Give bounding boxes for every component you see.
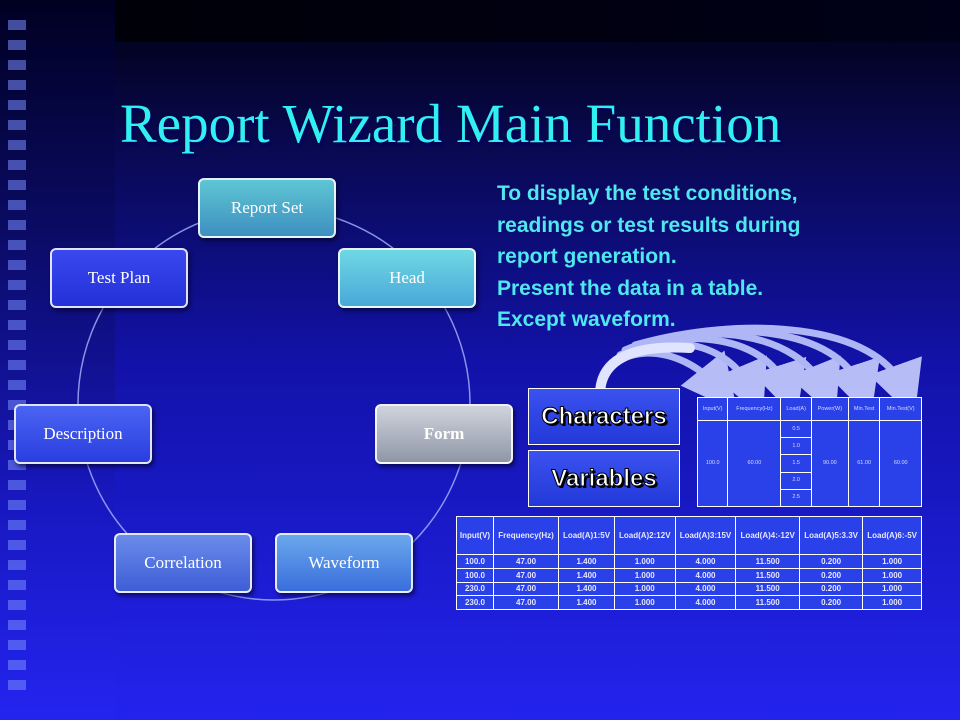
table-header-cell: Min.Test [847, 397, 881, 421]
table-cell: 60.00 [879, 420, 922, 507]
table-cell: 11.500 [735, 567, 801, 583]
table-header-row: Input(V) Frequency(Hz) Load(A)1:5V Load(… [456, 516, 922, 555]
arrow-main [595, 342, 695, 400]
table-cell: 1.0 [780, 437, 812, 456]
table-cell: 100.0 [696, 420, 729, 507]
table-cell: 1.000 [613, 595, 676, 610]
cycle-node-waveform[interactable]: Waveform [275, 533, 413, 593]
table-header-cell: Load(A)4:-12V [735, 516, 801, 555]
description-line: Present the data in a table. [497, 276, 764, 300]
table-row: 230.0 47.00 1.400 1.000 4.000 11.500 0.2… [456, 581, 922, 597]
table-cell: 47.00 [492, 595, 560, 610]
table-cell: 1.400 [558, 595, 615, 610]
table-cell: 0.200 [799, 581, 864, 597]
table-cell: 1.000 [862, 567, 922, 583]
table-cell: 0.200 [799, 554, 864, 569]
table-header-cell: Input(V) [696, 397, 729, 421]
table-cell: 230.0 [456, 581, 494, 597]
table-row: 100.0 47.00 1.400 1.000 4.000 11.500 0.2… [456, 567, 922, 583]
table-header-cell: Load(A)3:15V [674, 516, 737, 555]
small-table: Input(V) Frequency(Hz) Load(A) Power(W) … [696, 397, 922, 508]
table-header-cell: Load(A)6:-5V [862, 516, 922, 555]
arrow-path [631, 324, 922, 419]
description-line: To display the test conditions, [497, 182, 798, 205]
table-cell: 2.0 [780, 471, 812, 490]
table-cell: 61.00 [847, 420, 881, 507]
table-row: 100.0 47.00 1.400 1.000 4.000 11.500 0.2… [456, 554, 922, 569]
table-cell: 100.0 [456, 567, 494, 583]
cycle-node-label: Form [423, 424, 465, 443]
variables-text: Variables [551, 464, 657, 492]
table-cell: 1.400 [558, 581, 615, 597]
cycle-node-label: Description [43, 424, 123, 443]
table-row: 230.0 47.00 1.400 1.000 4.000 11.500 0.2… [456, 595, 922, 610]
table-cell: 1.000 [613, 581, 676, 597]
description-line: report generation. [497, 245, 677, 268]
cycle-node-label: Test Plan [87, 268, 151, 287]
table-row: 1.5 [698, 454, 922, 473]
cycle-node-label: Report Set [230, 198, 304, 217]
table-cell: 47.00 [492, 567, 560, 583]
table-cell: 1.400 [558, 567, 615, 583]
table-cell: 11.500 [735, 595, 801, 610]
table-cell: 1.400 [558, 554, 615, 569]
table-header-cell: Load(A) [780, 397, 812, 421]
big-table: Input(V) Frequency(Hz) Load(A)1:5V Load(… [456, 516, 922, 610]
variables-label: Variables [528, 450, 680, 507]
table-cell: 0.200 [799, 567, 864, 583]
table-cell: 2.5 [780, 488, 812, 508]
table-cell: 1.5 [780, 454, 812, 473]
table-cell: 4.000 [674, 581, 737, 597]
left-square-pattern [8, 20, 26, 700]
table-cell: 0.200 [799, 595, 864, 610]
table-header-cell: Load(A)2:12V [613, 516, 676, 555]
cycle-node-head[interactable]: Head [338, 248, 476, 308]
table-cell: 1.000 [613, 554, 676, 569]
cycle-node-description[interactable]: Description [14, 404, 152, 464]
table-cell: 230.0 [456, 595, 494, 610]
table-header-cell: Frequency(Hz) [492, 516, 560, 555]
table-cell: 11.500 [735, 581, 801, 597]
table-header-cell: Load(A)1:5V [558, 516, 615, 555]
cycle-node-test-plan[interactable]: Test Plan [50, 248, 188, 308]
table-cell: 4.000 [674, 595, 737, 610]
cycle-node-correlation[interactable]: Correlation [114, 533, 252, 593]
table-cell: 60.00 [727, 420, 782, 507]
table-header-cell: Input(V) [456, 516, 494, 555]
cycle-node-report-set[interactable]: Report Set [198, 178, 336, 238]
cycle-node-label: Head [389, 268, 425, 287]
slide-title: Report Wizard Main Function [120, 93, 782, 154]
description-text: To display the test conditions, readings… [497, 178, 927, 336]
table-cell: 4.000 [674, 567, 737, 583]
characters-label: Characters [528, 388, 680, 445]
table-header-cell: Min.Test(V) [879, 397, 922, 421]
table-row: 100.0 60.00 0.5 90.00 61.00 60.00 [696, 419, 922, 507]
table-cell: 1.000 [862, 581, 922, 597]
table-cell: 11.500 [735, 554, 801, 569]
cycle-node-form[interactable]: Form [375, 404, 513, 464]
table-header-cell: Load(A)5:3.3V [799, 516, 864, 555]
table-row: Input(V) Frequency(Hz) Load(A) Power(W) … [696, 397, 922, 421]
table-header-cell: Power(W) [810, 397, 849, 421]
table-cell: 47.00 [492, 581, 560, 597]
table-cell: 0.5 [780, 419, 812, 439]
table-cell: 1.000 [613, 567, 676, 583]
table-cell: 1.000 [862, 595, 922, 610]
table-cell: 4.000 [674, 554, 737, 569]
table-cell: 47.00 [492, 554, 560, 569]
description-line: readings or test results during [497, 213, 801, 237]
table-row: 2.5 [698, 488, 922, 508]
table-cell: 1.000 [862, 554, 922, 569]
cycle-node-label: Correlation [144, 553, 222, 572]
table-cell: 100.0 [456, 554, 494, 569]
cycle-node-label: Waveform [308, 553, 380, 572]
characters-text: Characters [541, 402, 667, 430]
description-line: Except waveform. [497, 308, 676, 331]
table-cell: 90.00 [810, 420, 849, 507]
table-header-cell: Frequency(Hz) [727, 397, 782, 421]
top-dark-band [115, 0, 960, 42]
